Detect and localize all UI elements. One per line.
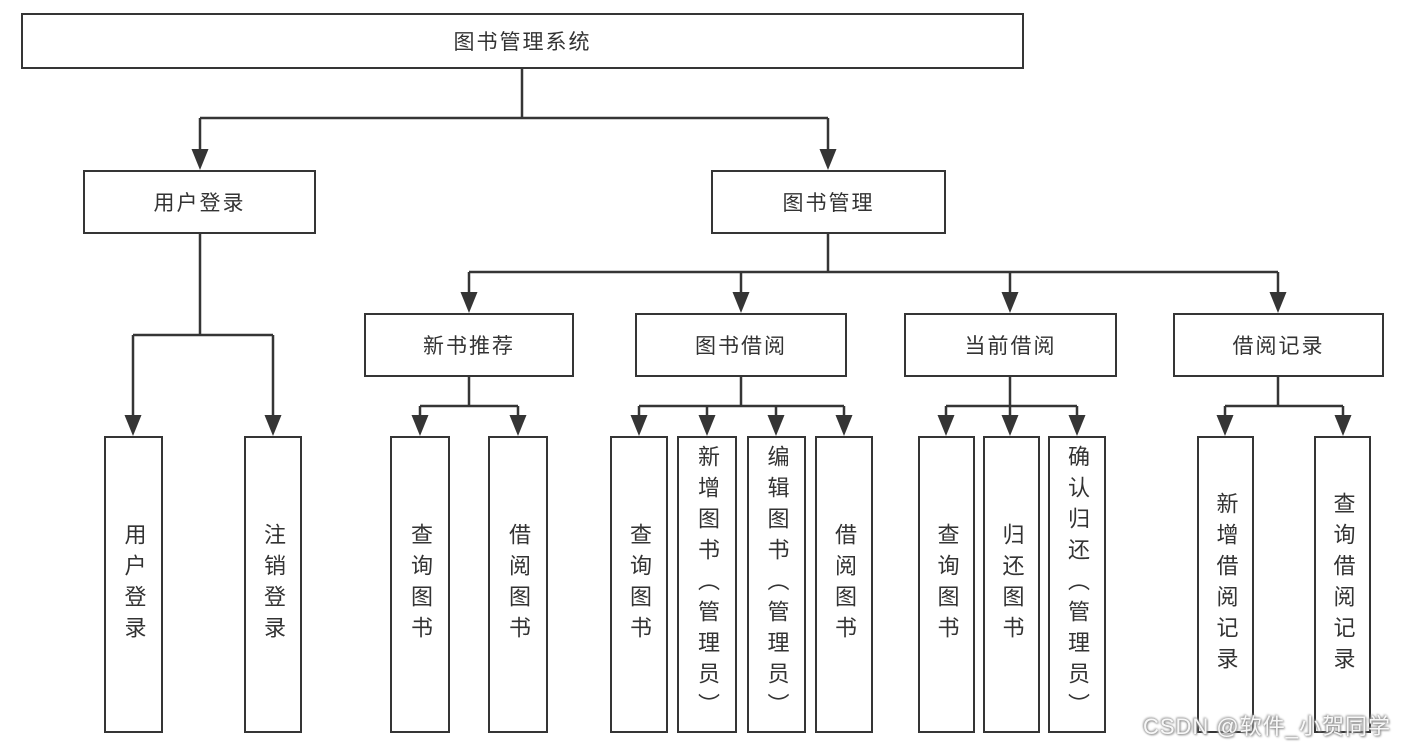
leaf-query-borrow-record: 查询借阅记录 bbox=[1314, 436, 1371, 733]
leaf-label: 确认归还（管理员） bbox=[1065, 445, 1090, 724]
node-library-management-system: 图书管理系统 bbox=[21, 13, 1024, 69]
leaf-label: 编辑图书（管理员） bbox=[764, 445, 790, 724]
leaf-return-books: 归还图书 bbox=[983, 436, 1040, 733]
leaf-logout-login: 注销登录 bbox=[244, 436, 302, 733]
leaf-query-books-current: 查询图书 bbox=[918, 436, 975, 733]
node-label: 图书管理系统 bbox=[453, 31, 592, 54]
leaf-confirm-return-admin: 确认归还（管理员） bbox=[1048, 436, 1106, 733]
leaf-label: 用户登录 bbox=[121, 522, 147, 647]
leaf-label: 查询图书 bbox=[934, 522, 960, 647]
node-book-management: 图书管理 bbox=[711, 170, 946, 234]
leaf-add-borrow-record: 新增借阅记录 bbox=[1197, 436, 1254, 733]
node-label: 图书管理 bbox=[782, 192, 875, 215]
leaf-label: 新增借阅记录 bbox=[1213, 491, 1239, 678]
leaf-edit-book-admin: 编辑图书（管理员） bbox=[747, 436, 806, 733]
leaf-user-login: 用户登录 bbox=[104, 436, 163, 733]
leaf-borrow-books-borrowing: 借阅图书 bbox=[815, 436, 873, 733]
leaf-label: 新增图书（管理员） bbox=[695, 445, 720, 724]
csdn-watermark: CSDN @软件_小贺同学 bbox=[1142, 714, 1391, 739]
node-label: 新书推荐 bbox=[423, 335, 515, 358]
leaf-label: 查询图书 bbox=[408, 522, 433, 647]
leaf-label: 借阅图书 bbox=[832, 522, 857, 647]
node-label: 用户登录 bbox=[153, 192, 246, 215]
leaf-label: 注销登录 bbox=[261, 522, 286, 647]
node-label: 借阅记录 bbox=[1232, 335, 1325, 358]
leaf-label: 归还图书 bbox=[999, 522, 1025, 647]
leaf-label: 借阅图书 bbox=[506, 522, 531, 647]
leaf-label: 查询借阅记录 bbox=[1330, 491, 1356, 678]
node-borrowing-records: 借阅记录 bbox=[1173, 313, 1384, 377]
leaf-label: 查询图书 bbox=[627, 522, 652, 647]
leaf-query-books-borrowing: 查询图书 bbox=[610, 436, 668, 733]
leaf-query-books-recommend: 查询图书 bbox=[390, 436, 450, 733]
node-book-borrowing: 图书借阅 bbox=[635, 313, 847, 377]
node-new-book-recommend: 新书推荐 bbox=[364, 313, 574, 377]
leaf-borrow-books-recommend: 借阅图书 bbox=[488, 436, 548, 733]
node-label: 图书借阅 bbox=[695, 335, 787, 358]
node-user-login: 用户登录 bbox=[83, 170, 316, 234]
node-label: 当前借阅 bbox=[964, 335, 1057, 358]
node-current-borrowing: 当前借阅 bbox=[904, 313, 1117, 377]
leaf-add-book-admin: 新增图书（管理员） bbox=[677, 436, 737, 733]
